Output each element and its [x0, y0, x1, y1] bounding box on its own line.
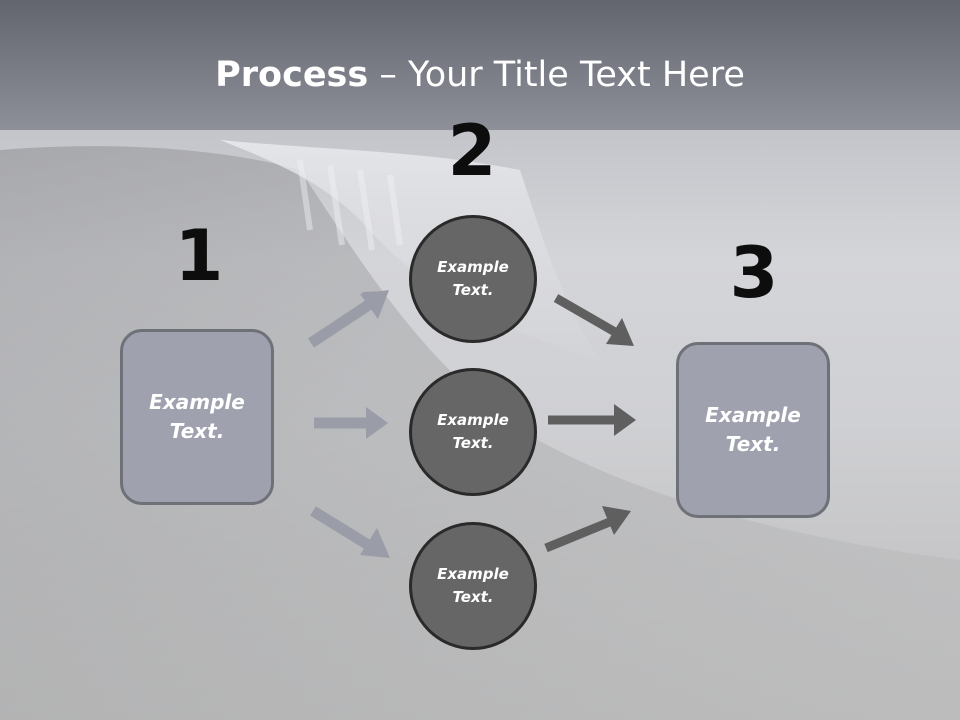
circle-top-text: Example Text. [437, 258, 509, 299]
circle-middle-text: Example Text. [437, 411, 509, 452]
arrow-box1-to-top-circle [307, 290, 389, 348]
arrow-top-circle-to-box3 [553, 294, 634, 346]
step-1-box-text: Example Text. [149, 390, 245, 443]
arrow-box1-to-bottom-circle [310, 506, 390, 558]
circle-bottom: Example Text. [409, 522, 537, 650]
arrow-box1-to-middle-circle [314, 407, 388, 439]
arrow-bottom-circle-to-box3 [544, 506, 631, 553]
step-1-box: Example Text. [120, 329, 274, 505]
step-number-1: 1 [174, 215, 224, 297]
title-bold: Process [215, 55, 369, 95]
step-number-2: 2 [447, 110, 497, 192]
header-band [0, 0, 960, 130]
circle-bottom-text: Example Text. [437, 565, 509, 606]
arrow-middle-circle-to-box3 [548, 404, 636, 436]
step-3-box: Example Text. [676, 342, 830, 518]
title-rest: – Your Title Text Here [368, 55, 745, 95]
step-3-box-text: Example Text. [705, 403, 801, 456]
circle-middle: Example Text. [409, 368, 537, 496]
step-number-3: 3 [729, 232, 779, 314]
slide-title: Process – Your Title Text Here [0, 52, 960, 98]
circle-top: Example Text. [409, 215, 537, 343]
